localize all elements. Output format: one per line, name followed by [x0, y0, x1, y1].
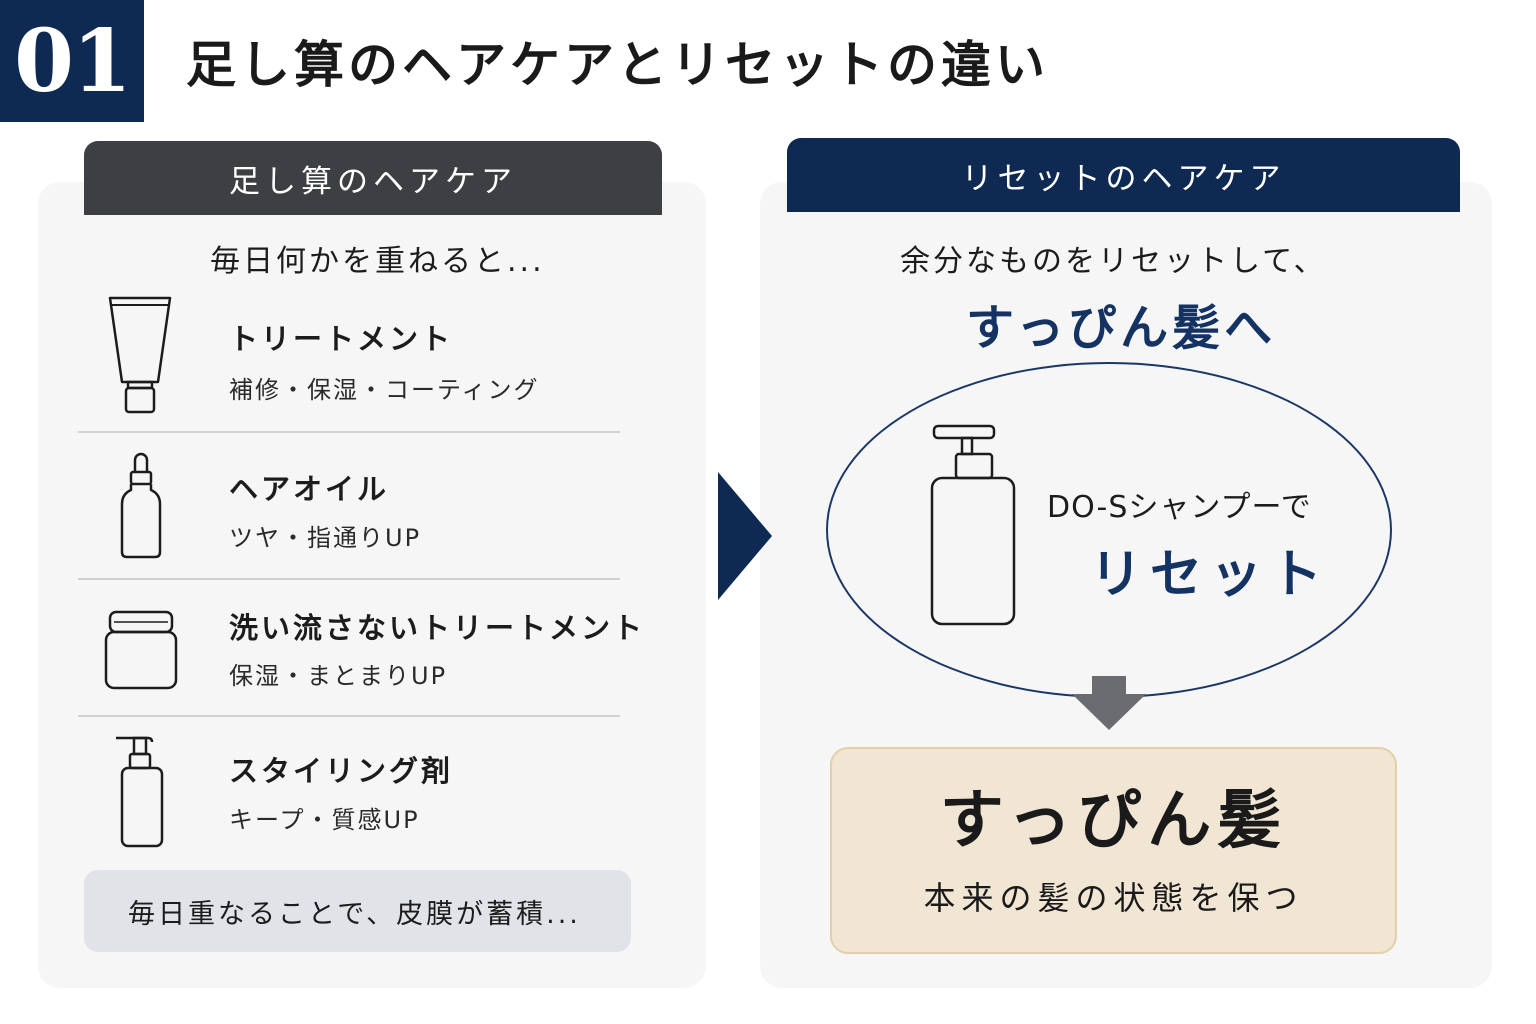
jar-icon	[104, 610, 178, 690]
item-desc-styling-agent: キープ・質感UP	[229, 806, 420, 834]
left-panel	[38, 182, 706, 988]
item-divider	[78, 431, 620, 433]
result-subtitle: 本来の髪の状態を保つ	[923, 879, 1304, 917]
left-panel-header: 足し算のヘアケア	[84, 141, 662, 215]
reset-ellipse	[826, 362, 1392, 698]
item-divider	[78, 578, 620, 580]
item-title-hair-oil: ヘアオイル	[229, 472, 390, 506]
pump-bottle-icon	[116, 736, 164, 848]
section-number-badge: 01	[0, 0, 144, 122]
left-intro-text: 毎日何かを重ねると...	[210, 244, 545, 279]
item-title-treatment: トリートメント	[229, 322, 454, 356]
page-title: 足し算のヘアケアとリセットの違い	[186, 35, 1049, 94]
item-divider	[78, 715, 620, 717]
suppin-headline: すっぴん髪へ	[966, 300, 1277, 356]
ellipse-caption: DO-Sシャンプーで	[1047, 490, 1312, 525]
result-box: すっぴん髪 本来の髪の状態を保つ	[830, 747, 1397, 954]
item-desc-leave-in-treatment: 保湿・まとまりUP	[229, 662, 448, 690]
result-title: すっぴん髪	[939, 783, 1288, 858]
tube-icon	[108, 296, 172, 414]
right-intro-text: 余分なものをリセットして、	[900, 244, 1327, 279]
item-title-styling-agent: スタイリング剤	[229, 754, 454, 788]
item-title-leave-in-treatment: 洗い流さないトリートメント	[229, 611, 646, 645]
item-desc-hair-oil: ツヤ・指通りUP	[229, 524, 422, 552]
item-desc-treatment: 補修・保湿・コーティング	[229, 376, 540, 404]
accumulation-note: 毎日重なることで、皮膜が蓄積...	[84, 870, 631, 952]
dropper-bottle-icon	[120, 452, 162, 559]
chevron-right-icon	[718, 472, 772, 600]
ellipse-reset-text: リセット	[1090, 544, 1331, 605]
arrow-down-icon	[1072, 676, 1146, 730]
shampoo-bottle-icon	[930, 424, 1016, 626]
right-panel-header: リセットのヘアケア	[787, 138, 1460, 212]
